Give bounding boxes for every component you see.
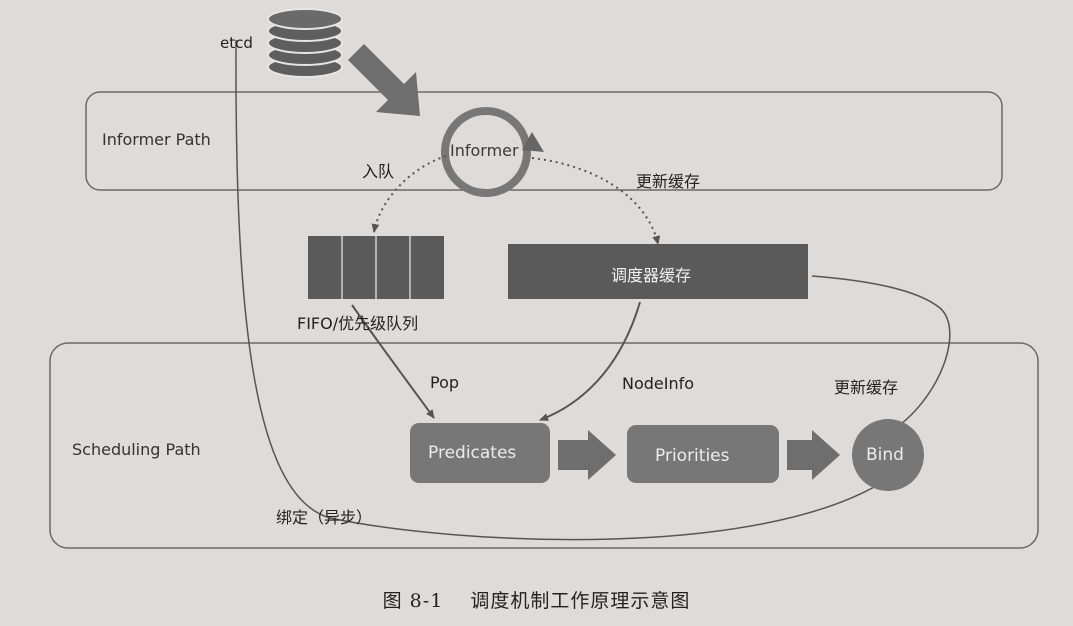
scheduler-cache-label: 调度器缓存	[611, 266, 692, 285]
enqueue-label: 入队	[362, 162, 395, 181]
update-cache-label-top: 更新缓存	[636, 172, 701, 191]
figure-caption-text: 调度机制工作原理示意图	[470, 590, 691, 612]
priorities-to-bind-arrow	[787, 430, 840, 480]
enqueue-edge	[371, 155, 447, 233]
informer-circle	[441, 107, 531, 197]
bind-async-edge	[235, 39, 887, 541]
bind-label: Bind	[866, 445, 904, 465]
priorities-label: Priorities	[655, 446, 730, 466]
bind-async-label: 绑定（异步）	[276, 508, 373, 527]
scheduling-path-region	[49, 342, 1039, 549]
predicates-to-priorities-arrow	[558, 430, 616, 480]
pop-label: Pop	[430, 373, 460, 392]
figure-caption: 图 8-1 调度机制工作原理示意图	[0, 586, 1073, 613]
fifo-queue-label: FIFO/优先级队列	[297, 314, 419, 333]
scheduling-path-title: Scheduling Path	[72, 440, 201, 459]
fifo-queue-block	[308, 236, 444, 299]
bind-circle	[852, 419, 924, 491]
update-cache-label-bottom: 更新缓存	[834, 378, 899, 397]
figure-number: 图 8-1	[382, 590, 444, 612]
pop-edge	[351, 304, 435, 419]
update-cache-edge	[531, 157, 661, 245]
informer-rotation-arrowhead	[522, 132, 544, 152]
informer-path-title: Informer Path	[102, 130, 211, 149]
predicates-box	[410, 423, 550, 483]
nodeinfo-label: NodeInfo	[622, 374, 695, 393]
bind-update-cache-edge	[811, 275, 951, 433]
priorities-box	[627, 425, 779, 483]
informer-label: Informer	[450, 141, 519, 160]
etcd-to-informer-arrow	[348, 44, 420, 116]
predicates-label: Predicates	[428, 443, 517, 463]
informer-path-region	[85, 91, 1003, 191]
nodeinfo-edge	[539, 301, 641, 421]
etcd-label: etcd	[220, 34, 253, 52]
etcd-database-icon	[267, 8, 343, 78]
scheduler-cache-block	[508, 244, 808, 299]
